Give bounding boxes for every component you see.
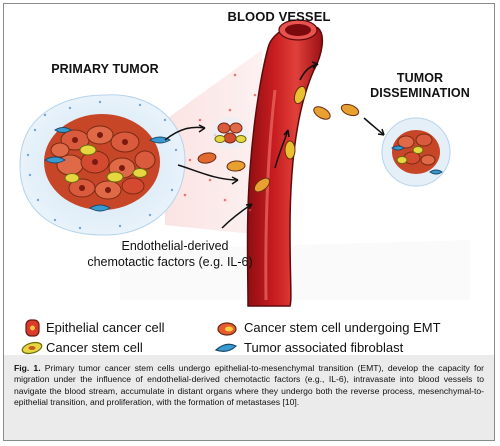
legend-icon-fibroblast	[214, 343, 238, 352]
blood-vessel-label: BLOOD VESSEL	[227, 9, 331, 24]
figure-caption-label: Fig. 1.	[14, 363, 41, 373]
legend-icon-emt	[217, 322, 237, 336]
chemotactic-factors-label-2: chemotactic factors (e.g. IL-6)	[87, 255, 253, 269]
primary-tumor-label: PRIMARY TUMOR	[51, 62, 159, 76]
primary-tumor-mass	[44, 114, 171, 212]
emt-cells	[197, 85, 360, 193]
tumor-dissemination-label-1: TUMOR	[396, 71, 444, 85]
chemotactic-factors-label-1: Endothelial-derived	[121, 239, 229, 253]
legend-emt: Cancer stem cell undergoing EMT	[244, 320, 441, 335]
migrating-cluster	[212, 117, 248, 149]
caption-panel	[4, 355, 494, 440]
legend-stem: Cancer stem cell	[46, 340, 143, 355]
chemotactic-gradient-area	[165, 50, 262, 235]
legend-icon-stem	[21, 341, 43, 355]
figure-caption-text: Primary tumor cancer stem cells undergo …	[14, 363, 484, 408]
legend-fibroblast: Tumor associated fibroblast	[244, 340, 404, 355]
metastasis-mass	[391, 130, 443, 175]
legend-icon-epithelial	[25, 319, 40, 337]
primary-tumor-particles	[26, 100, 178, 230]
legend-epithelial: Epithelial cancer cell	[46, 320, 165, 335]
chemotactic-particles	[183, 73, 257, 212]
migration-arrows	[164, 61, 385, 229]
tumor-dissemination-label-2: DISSEMINATION	[370, 86, 470, 100]
figure-caption: Fig. 1. Primary tumor cancer stem cells …	[14, 363, 484, 409]
